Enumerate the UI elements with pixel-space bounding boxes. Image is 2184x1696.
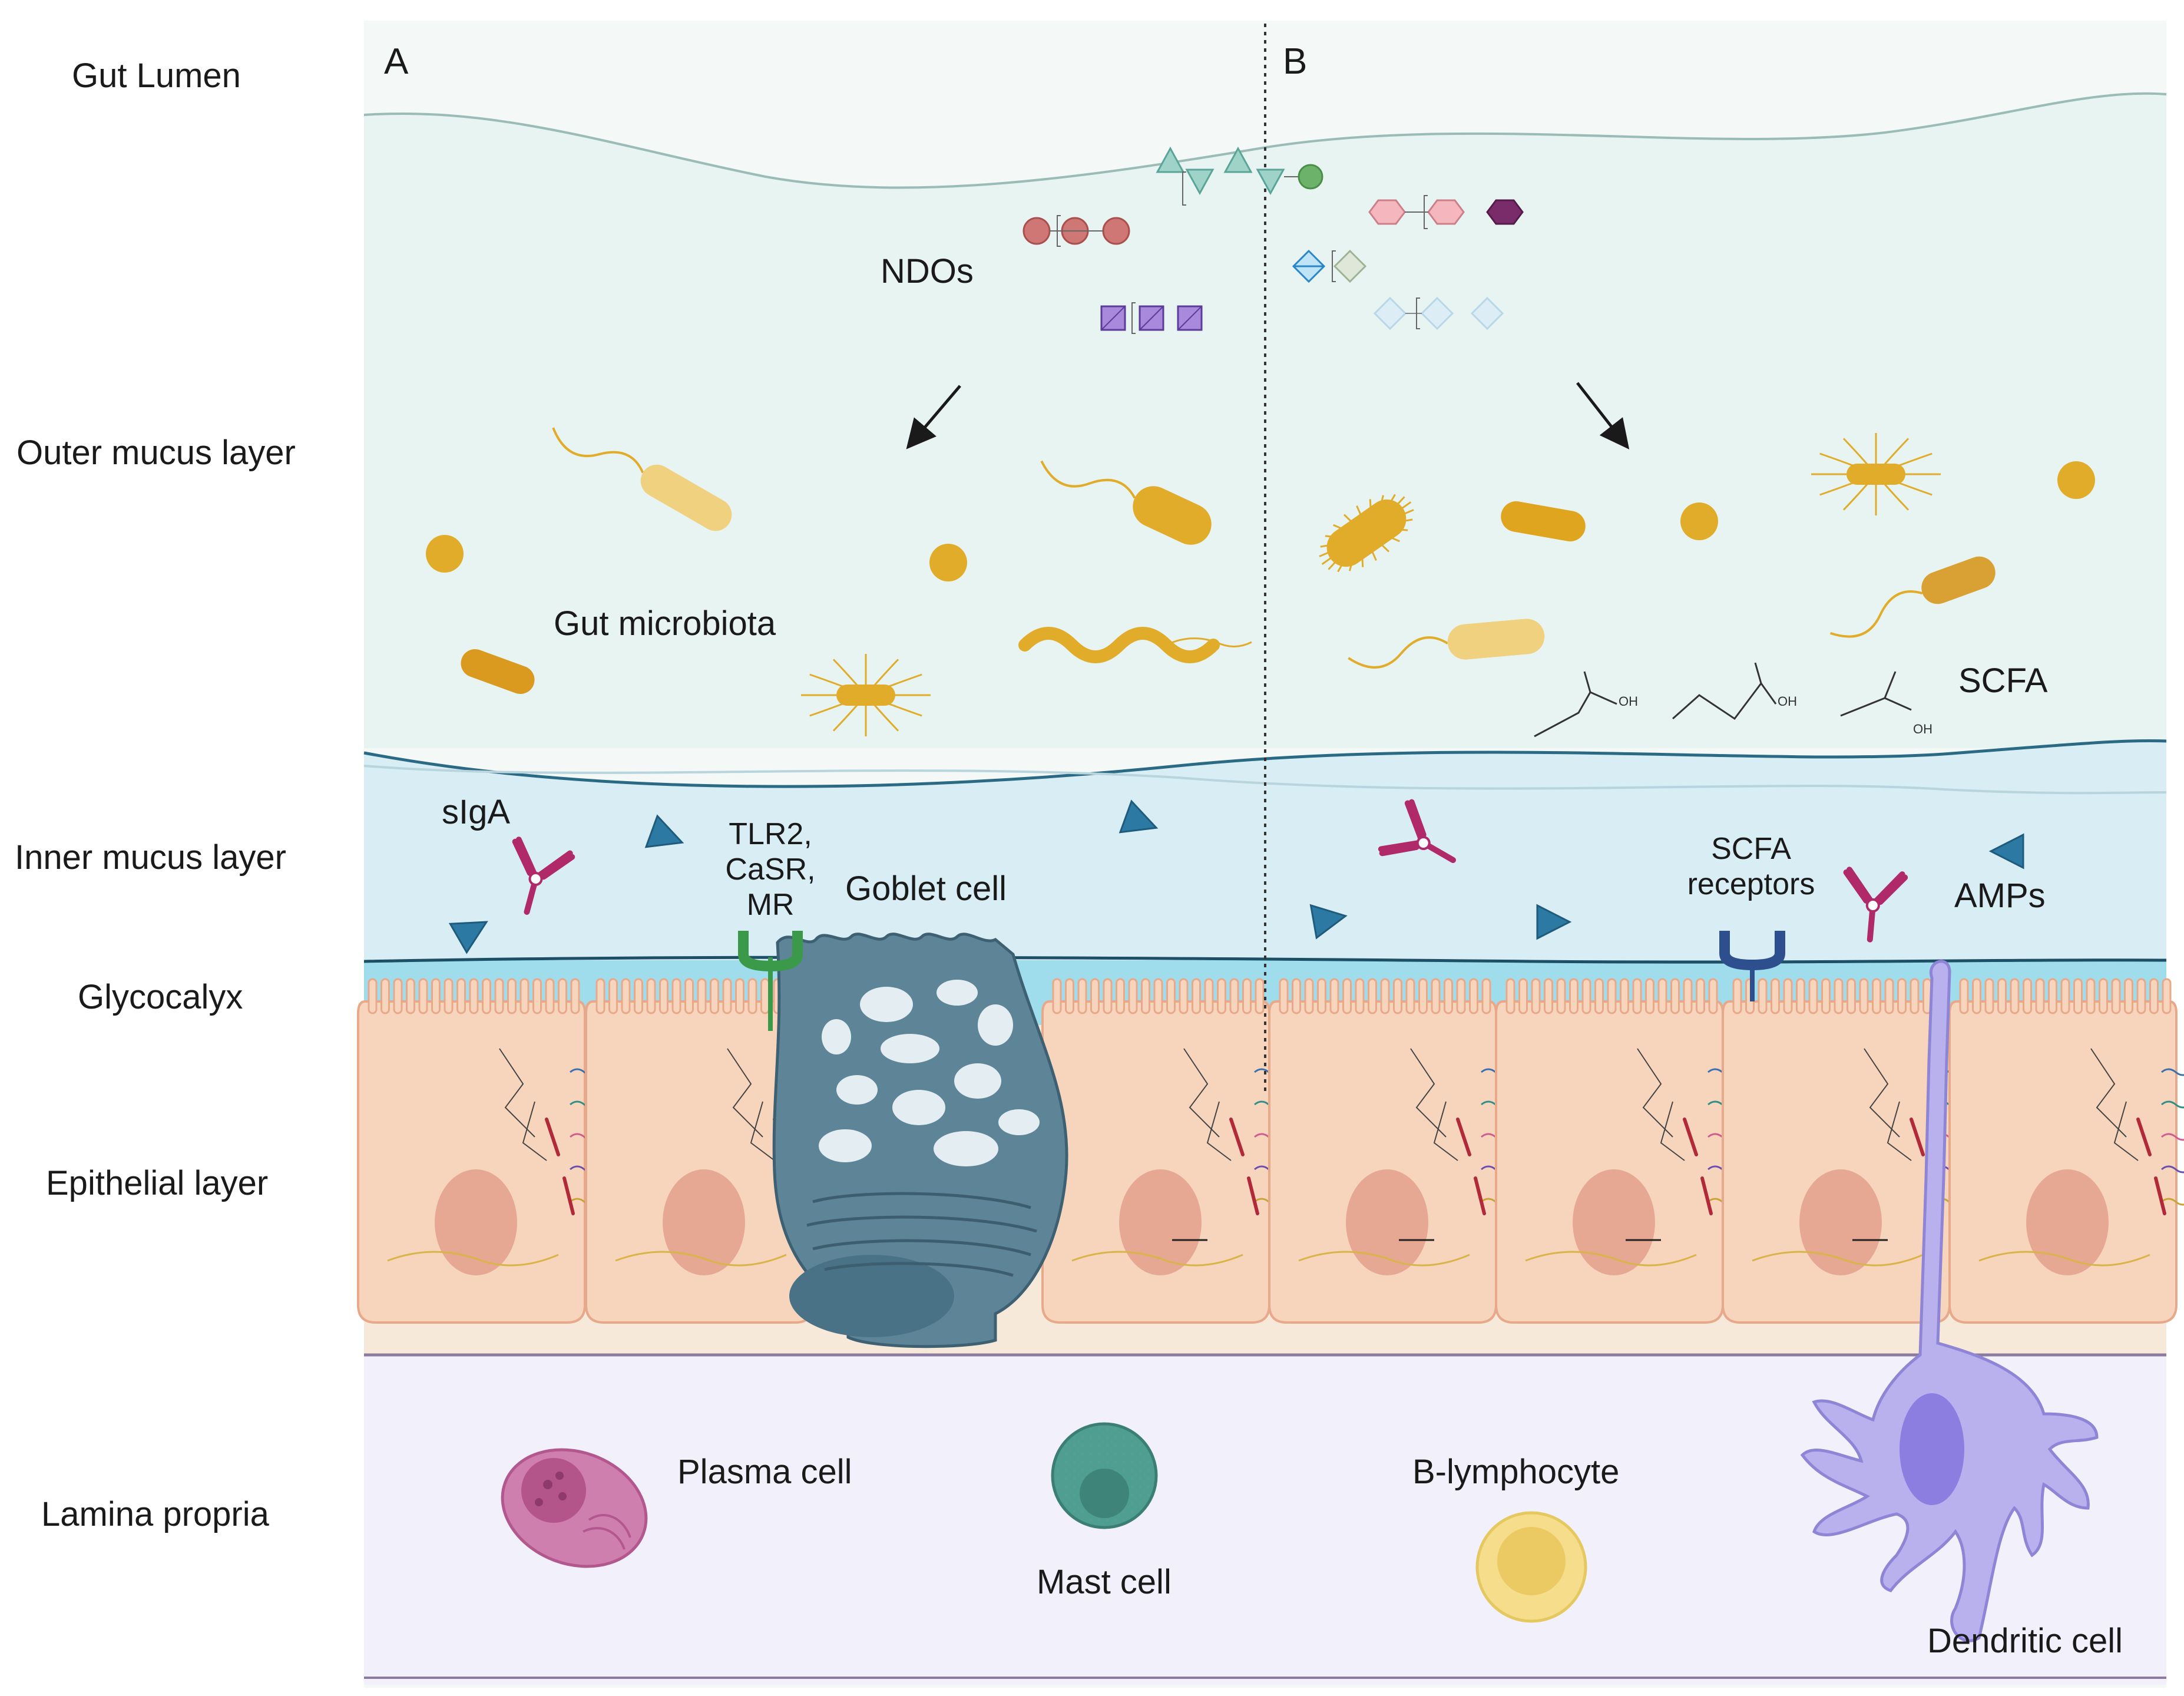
inner-mucus-faint-line — [363, 765, 2167, 795]
label-mr: MR — [747, 888, 795, 922]
ndo-hexagon — [1486, 199, 1524, 225]
panel-label-b: B — [1283, 41, 1307, 82]
plasma-cell — [501, 1448, 648, 1568]
arrow-left — [906, 385, 961, 449]
cell-nucleus — [1799, 1169, 1882, 1275]
label-goblet-cell: Goblet cell — [845, 870, 1007, 908]
epithelial-cell — [1948, 978, 2184, 1324]
rod-bacterium — [1829, 556, 1996, 638]
cell-nucleus — [2026, 1169, 2109, 1275]
siga-antibodies — [512, 799, 1908, 943]
amp-triangle — [1988, 833, 2024, 870]
goblet-granules — [819, 980, 1040, 1166]
label-scfa-receptors-1: SCFA — [1711, 832, 1791, 866]
rod-bacterium — [1501, 501, 1586, 542]
rod-bacterium — [552, 427, 732, 531]
amp-triangle — [644, 814, 684, 848]
label-lamina-propria: Lamina propria — [41, 1495, 270, 1533]
cell-nucleus — [1573, 1169, 1655, 1275]
coccus-bacterium — [426, 535, 464, 573]
scfa-structures — [1534, 662, 1912, 738]
coccus-bacterium — [1680, 502, 1718, 540]
amp-molecules — [448, 799, 2024, 954]
inner-mucus-top-line — [363, 739, 2167, 788]
label-amps: AMPs — [1954, 877, 2046, 915]
goblet-cell — [772, 933, 1068, 1348]
rod-bacterium — [1348, 619, 1545, 669]
cell-nucleus — [663, 1169, 745, 1275]
dendritic-cell — [1800, 960, 2099, 1642]
ndo-circle — [1022, 217, 1051, 245]
label-glycocalyx: Glycocalyx — [78, 978, 243, 1016]
scfa-oh-2: OH — [1778, 694, 1797, 709]
fimbriated-bacterium — [1811, 433, 1941, 515]
antibody-icon — [1843, 867, 1908, 943]
tlr-receptor — [738, 931, 803, 1031]
label-dendritic-cell: Dendritic cell — [1927, 1622, 2123, 1660]
label-outer-mucus: Outer mucus layer — [16, 434, 296, 472]
epithelial-cell — [1041, 978, 1298, 1324]
mast-cell — [1051, 1422, 1158, 1529]
ndo-molecules — [1022, 146, 1524, 334]
label-casr: CaSR, — [725, 852, 815, 887]
label-siga: sIgA — [442, 793, 510, 831]
label-epithelial: Epithelial layer — [46, 1164, 268, 1202]
label-plasma-cell: Plasma cell — [677, 1453, 852, 1491]
arrow-right — [1576, 382, 1630, 449]
inner-mucus-layer — [364, 740, 2166, 966]
gut-microbiota-bacteria — [426, 427, 2095, 736]
amp-triangle — [1536, 904, 1572, 940]
ndo-diamond — [1470, 296, 1504, 330]
amp-triangle — [1119, 799, 1159, 834]
ndo-diamond — [1420, 296, 1454, 330]
epithelial-cells — [357, 978, 2184, 1324]
ndo-hexagon — [1368, 199, 1406, 225]
antibody-icon — [1378, 799, 1456, 863]
ndo-triangle — [1256, 168, 1285, 196]
coccus-bacterium — [929, 544, 967, 581]
label-b-lymphocyte: B-lymphocyte — [1412, 1453, 1619, 1491]
rod-bacterium — [461, 649, 535, 695]
rod-bacterium — [1040, 460, 1212, 545]
amp-triangle — [1309, 904, 1348, 940]
ndo-circle — [1102, 217, 1130, 245]
glycocalyx-top-line — [363, 956, 2167, 964]
ndo-triangle — [1156, 146, 1185, 173]
label-gut-lumen: Gut Lumen — [72, 57, 241, 95]
scfa-oh-3: OH — [1913, 722, 1932, 736]
antibody-icon — [512, 837, 575, 915]
label-gut-microbiota: Gut microbiota — [554, 604, 776, 643]
ndo-triangle — [1223, 146, 1253, 173]
epithelial-cell — [1268, 978, 1524, 1324]
panel-label-a: A — [384, 41, 409, 82]
ndo-hexagon — [1427, 199, 1465, 225]
amp-triangle — [448, 921, 488, 954]
ndo-circle — [1298, 164, 1323, 190]
cell-nucleus — [1119, 1169, 1202, 1275]
ndo-diamond — [1333, 249, 1367, 283]
fimbriated-bacterium — [801, 654, 931, 736]
scfa-receptor — [1719, 931, 1785, 1001]
coccus-bacterium — [2057, 461, 2095, 499]
b-lymphocyte — [1475, 1511, 1587, 1623]
label-mast-cell: Mast cell — [1037, 1563, 1172, 1601]
scfa-oh-1: OH — [1619, 694, 1638, 709]
label-scfa: SCFA — [1958, 662, 2048, 700]
cell-nucleus — [435, 1169, 517, 1275]
label-scfa-receptors-2: receptors — [1687, 867, 1815, 901]
ciliated-bacterium — [1319, 494, 1414, 573]
ndo-diamond — [1373, 296, 1407, 330]
ndo-triangle — [1185, 168, 1215, 196]
epithelial-cell — [357, 978, 613, 1324]
label-inner-mucus: Inner mucus layer — [15, 838, 286, 877]
label-tlr2: TLR2, — [729, 817, 812, 851]
spiral-bacterium — [1018, 627, 1220, 663]
cell-nucleus — [1346, 1169, 1428, 1275]
label-ndos: NDOs — [881, 252, 974, 290]
epithelial-cell — [1495, 978, 1751, 1324]
